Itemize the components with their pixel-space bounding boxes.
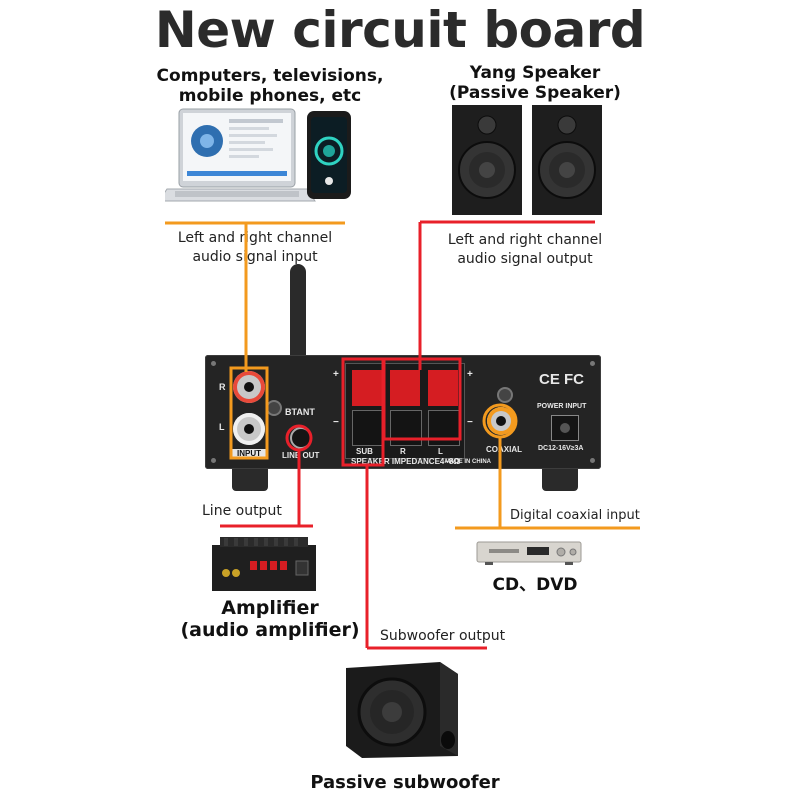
laptop-phone-illustration — [165, 108, 351, 202]
input-signal-label: Left and right channel audio signal inpu… — [155, 229, 355, 267]
plus-mark-left: + — [333, 369, 339, 380]
minus-mark-right: − — [467, 417, 473, 428]
r-positive-terminal[interactable] — [390, 370, 420, 406]
rca-input-right-jack[interactable] — [233, 371, 265, 403]
amplifier-back-panel: R L INPUT BTANT LINE OUT SUB R L + − + −… — [205, 355, 601, 469]
output-signal-line1: Left and right channel — [447, 232, 603, 248]
rca-input-left-jack[interactable] — [233, 413, 265, 445]
input-l-mark: L — [219, 422, 225, 432]
cd-dvd-label: CD、DVD — [492, 575, 578, 595]
sources-label-line2: mobile phones, etc — [178, 86, 362, 106]
l-positive-terminal[interactable] — [428, 370, 458, 406]
coaxial-ground-screw — [497, 387, 513, 403]
passive-subwoofer-illustration — [346, 662, 458, 758]
sub-positive-terminal[interactable] — [352, 370, 382, 406]
digital-coaxial-label: Digital coaxial input — [510, 508, 640, 523]
certification-marks: CE FC — [539, 371, 584, 388]
speakers-label-line2: (Passive Speaker) — [449, 83, 621, 103]
input-signal-line1: Left and right channel — [177, 230, 333, 246]
sources-label: Computers, televisions, mobile phones, e… — [130, 66, 410, 106]
panel-foot-left — [232, 469, 268, 491]
cd-dvd-player-illustration — [476, 541, 582, 565]
sub-negative-terminal[interactable] — [352, 410, 384, 446]
l-channel-mark: L — [438, 447, 443, 456]
input-label: INPUT — [231, 449, 267, 458]
r-channel-mark: R — [400, 447, 406, 456]
sub-channel-mark: SUB — [356, 447, 373, 456]
line-output-label: Line output — [202, 503, 282, 519]
passive-speakers-illustration — [452, 105, 602, 215]
screw — [590, 458, 595, 463]
amplifier-illustration — [212, 537, 316, 591]
screw — [211, 458, 216, 463]
input-r-mark: R — [219, 382, 226, 392]
screw — [590, 361, 595, 366]
made-in-label: MADE IN CHINA — [445, 459, 491, 465]
coaxial-label: COAXIAL — [486, 445, 522, 454]
coaxial-input-jack[interactable] — [487, 407, 515, 435]
sources-label-line1: Computers, televisions, — [156, 66, 384, 86]
speaker-impedance-label: SPEAKER IMPEDANCE4~8Ω — [351, 457, 460, 466]
line-out-label: LINE OUT — [282, 451, 320, 460]
subwoofer-label: Passive subwoofer — [310, 772, 500, 793]
output-signal-line2: audio signal output — [457, 251, 593, 267]
page-title: New circuit board — [154, 1, 646, 59]
screw — [211, 361, 216, 366]
input-signal-line2: audio signal input — [192, 249, 318, 265]
power-input-jack[interactable] — [551, 415, 579, 441]
amplifier-label-line1: Amplifier — [221, 597, 319, 619]
power-input-label: POWER INPUT — [537, 403, 587, 410]
panel-foot-right — [542, 469, 578, 491]
speakers-label-line1: Yang Speaker — [469, 63, 601, 83]
plus-mark-right: + — [467, 369, 473, 380]
minus-mark-left: − — [333, 417, 339, 428]
subwoofer-output-label: Subwoofer output — [380, 628, 506, 644]
btant-label: BTANT — [285, 407, 315, 417]
amplifier-label-line2: (audio amplifier) — [180, 619, 360, 641]
amplifier-label: Amplifier (audio amplifier) — [170, 597, 370, 641]
speakers-label: Yang Speaker (Passive Speaker) — [420, 63, 650, 103]
output-signal-label: Left and right channel audio signal outp… — [425, 231, 625, 269]
power-spec-label: DC12-16V≥3A — [538, 445, 584, 452]
